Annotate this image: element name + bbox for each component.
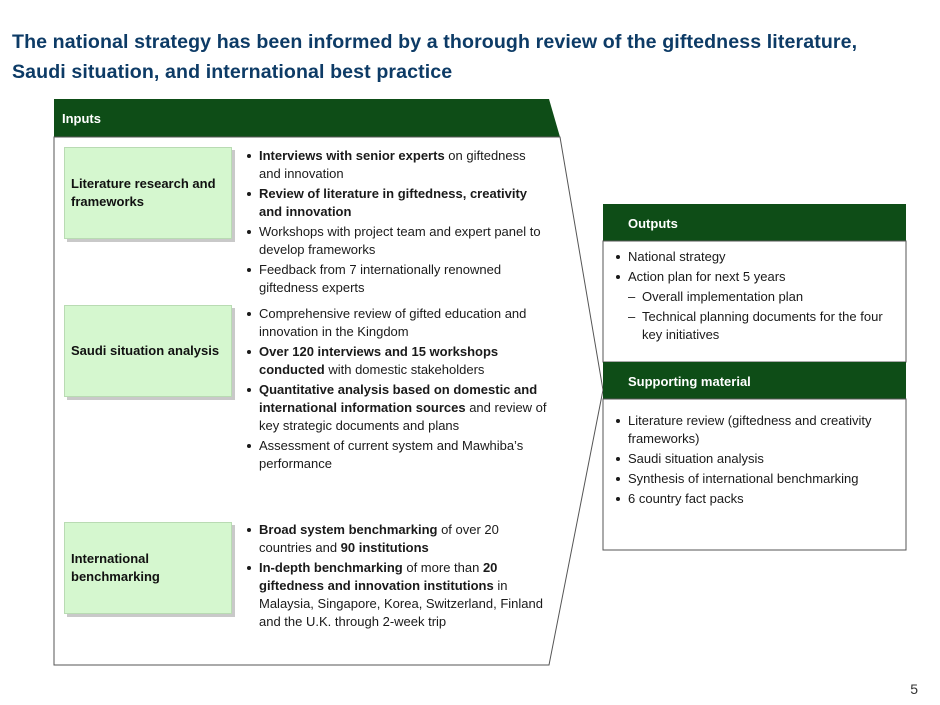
- outputs-header-bar: [603, 204, 906, 241]
- outputs-bullets: National strategy Action plan for next 5…: [614, 248, 899, 346]
- inputs-header-bar: [54, 99, 560, 137]
- literature-bullets: Interviews with senior experts on gifted…: [245, 147, 550, 299]
- list-item: Broad system benchmarking of over 20 cou…: [245, 521, 553, 557]
- list-item: Synthesis of international benchmarking: [614, 470, 899, 488]
- list-item: Feedback from 7 internationally renowned…: [245, 261, 550, 297]
- supporting-bullets: Literature review (giftedness and creati…: [614, 412, 899, 510]
- page-title: The national strategy has been informed …: [12, 31, 858, 83]
- category-label: International benchmarking: [71, 551, 160, 584]
- list-item: Action plan for next 5 years: [614, 268, 899, 286]
- list-item: National strategy: [614, 248, 899, 266]
- category-label: Saudi situation analysis: [71, 343, 220, 358]
- category-box-international: International benchmarking: [64, 522, 232, 614]
- outputs-header: Outputs: [628, 216, 678, 231]
- inputs-header: Inputs: [62, 111, 101, 126]
- list-item: Assessment of current system and Mawhiba…: [245, 437, 550, 473]
- list-item: 6 country fact packs: [614, 490, 899, 508]
- list-item: Workshops with project team and expert p…: [245, 223, 550, 259]
- supporting-header-bar: [603, 362, 906, 399]
- list-item: Interviews with senior experts on gifted…: [245, 147, 550, 183]
- saudi-bullets: Comprehensive review of gifted education…: [245, 305, 550, 475]
- list-item: Saudi situation analysis: [614, 450, 899, 468]
- list-item: Over 120 interviews and 15 workshops con…: [245, 343, 550, 379]
- list-item: Quantitative analysis based on domestic …: [245, 381, 550, 435]
- list-subitem: Technical planning documents for the fou…: [614, 308, 899, 344]
- list-item: In-depth benchmarking of more than 20 gi…: [245, 559, 553, 631]
- category-label: Literature research and frameworks: [71, 176, 216, 209]
- supporting-header: Supporting material: [628, 374, 751, 389]
- list-subitem: Overall implementation plan: [614, 288, 899, 306]
- supporting-body: [602, 398, 907, 551]
- list-item: Comprehensive review of gifted education…: [245, 305, 550, 341]
- page-number: 5: [910, 681, 918, 697]
- category-box-literature: Literature research and frameworks: [64, 147, 232, 239]
- list-item: Literature review (giftedness and creati…: [614, 412, 899, 448]
- category-box-saudi: Saudi situation analysis: [64, 305, 232, 397]
- international-bullets: Broad system benchmarking of over 20 cou…: [245, 521, 553, 633]
- list-item: Review of literature in giftedness, crea…: [245, 185, 550, 221]
